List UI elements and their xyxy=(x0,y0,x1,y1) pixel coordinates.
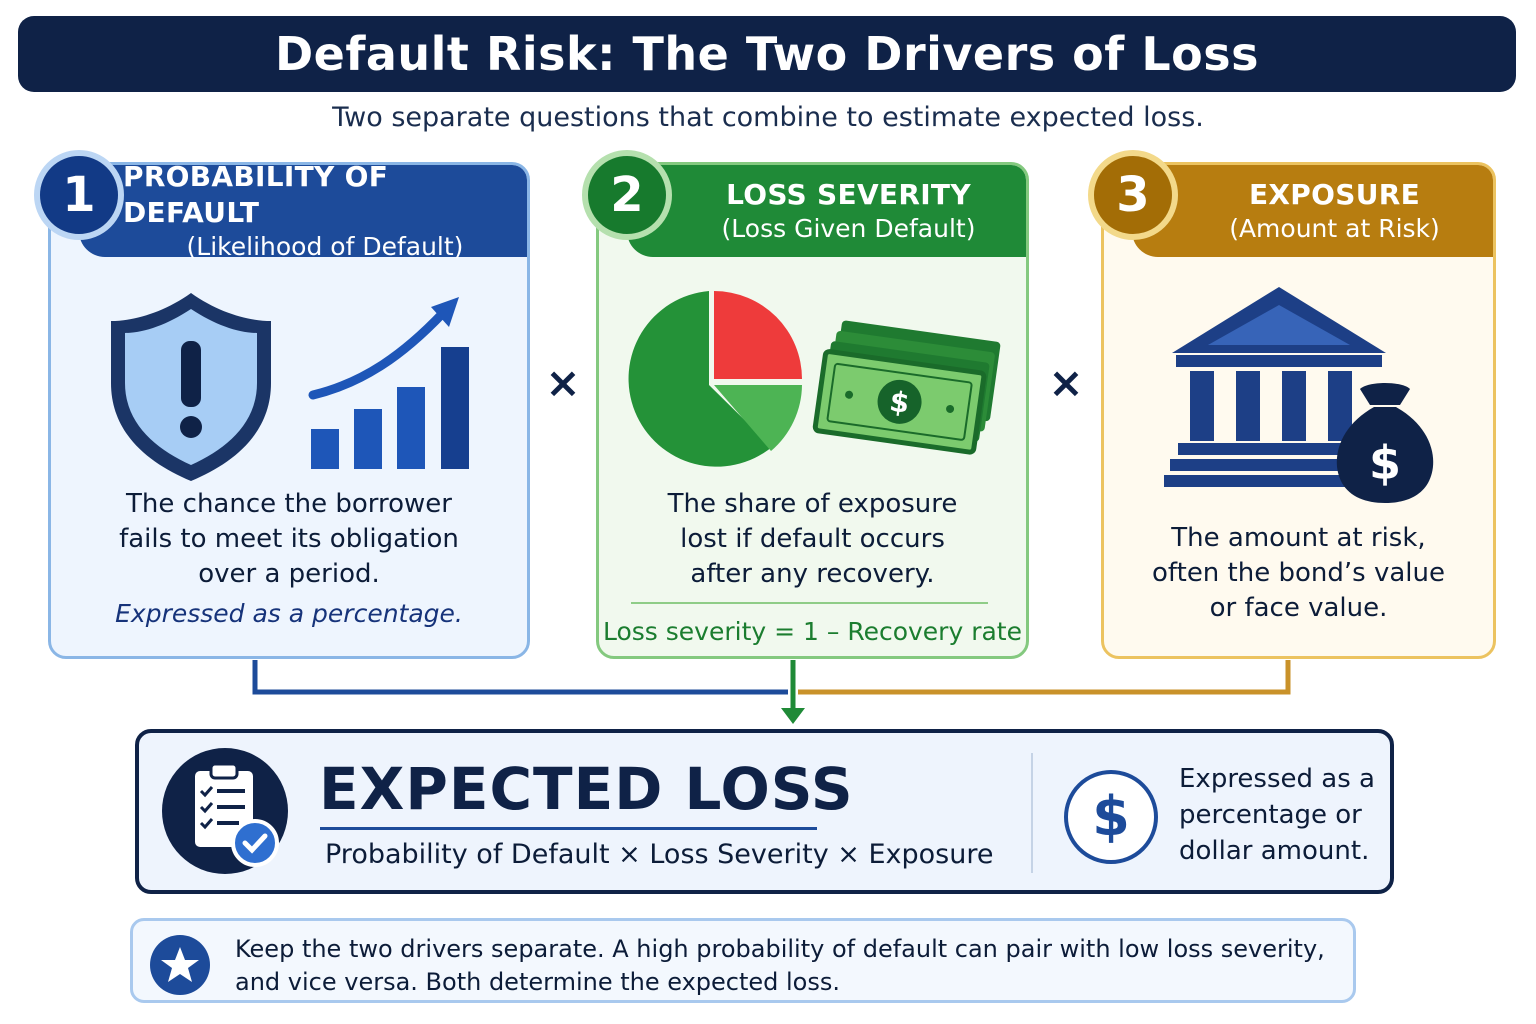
svg-text:$: $ xyxy=(1369,436,1401,490)
clipboard-check-icon xyxy=(162,748,288,874)
rising-bar-chart-icon xyxy=(308,297,469,469)
expected-loss-note: Expressed as a percentage or dollar amou… xyxy=(1179,764,1375,866)
title-bar: Default Risk: The Two Drivers of Loss xyxy=(18,16,1516,92)
card-header: LOSS SEVERITY (Loss Given Default) xyxy=(627,165,1026,257)
expected-loss-title: EXPECTED LOSS xyxy=(319,755,854,823)
tip-text: Keep the two drivers separate. A high pr… xyxy=(235,935,1325,996)
card-illustration: $ xyxy=(628,291,1001,467)
pie-chart-icon xyxy=(628,291,802,467)
probability-of-default-card: PROBABILITY OF DEFAULT (Likelihood of De… xyxy=(48,162,530,659)
vertical-divider xyxy=(1031,753,1033,873)
expected-loss-formula: Probability of Default × Loss Severity ×… xyxy=(325,839,994,870)
card-header: EXPOSURE (Amount at Risk) xyxy=(1132,165,1493,257)
title-underline xyxy=(320,827,817,830)
dollar-circle-icon: $ xyxy=(1064,770,1158,864)
svg-text:$: $ xyxy=(888,385,912,420)
step-number-1: 1 xyxy=(34,150,124,240)
card-description: The amount at risk, often the bond’s val… xyxy=(1152,523,1445,623)
card-subtitle: (Amount at Risk) xyxy=(1229,214,1440,243)
step-number-2: 2 xyxy=(582,150,672,240)
exposure-card: EXPOSURE (Amount at Risk) $ The amount a… xyxy=(1101,162,1496,659)
card-description: The share of exposure lost if default oc… xyxy=(667,489,958,589)
formula-divider xyxy=(631,602,988,604)
card-subtitle: (Loss Given Default) xyxy=(721,214,976,243)
card-title: LOSS SEVERITY xyxy=(726,178,971,211)
loss-severity-card: LOSS SEVERITY (Loss Given Default) $ The… xyxy=(596,162,1029,659)
arrow-down-icon xyxy=(781,708,805,724)
card-title: EXPOSURE xyxy=(1248,178,1421,211)
tip-box: Keep the two drivers separate. A high pr… xyxy=(130,918,1356,1003)
loss-severity-formula: Loss severity = 1 – Recovery rate xyxy=(603,617,1022,646)
svg-text:$: $ xyxy=(1092,785,1130,848)
card-header: PROBABILITY OF DEFAULT (Likelihood of De… xyxy=(79,162,527,261)
card-note: Expressed as a percentage. xyxy=(115,599,463,628)
multiply-operator: × xyxy=(1048,358,1084,407)
card-description: The chance the borrower fails to meet it… xyxy=(119,489,459,589)
card-illustration: $ xyxy=(1164,287,1434,503)
cash-stack-icon: $ xyxy=(812,320,1001,455)
shield-alert-icon xyxy=(111,293,271,481)
expected-loss-box: EXPECTED LOSS Probability of Default × L… xyxy=(135,729,1394,894)
card-illustration xyxy=(111,293,469,481)
page-subtitle: Two separate questions that combine to e… xyxy=(332,102,1204,133)
star-icon xyxy=(150,935,210,995)
page-title: Default Risk: The Two Drivers of Loss xyxy=(274,27,1259,81)
card-title: PROBABILITY OF DEFAULT xyxy=(123,162,389,229)
money-bag-icon: $ xyxy=(1336,383,1434,503)
multiply-operator: × xyxy=(545,358,581,407)
bank-building-icon xyxy=(1164,287,1386,487)
step-number-3: 3 xyxy=(1088,150,1178,240)
card-subtitle: (Likelihood of Default) xyxy=(186,232,464,261)
